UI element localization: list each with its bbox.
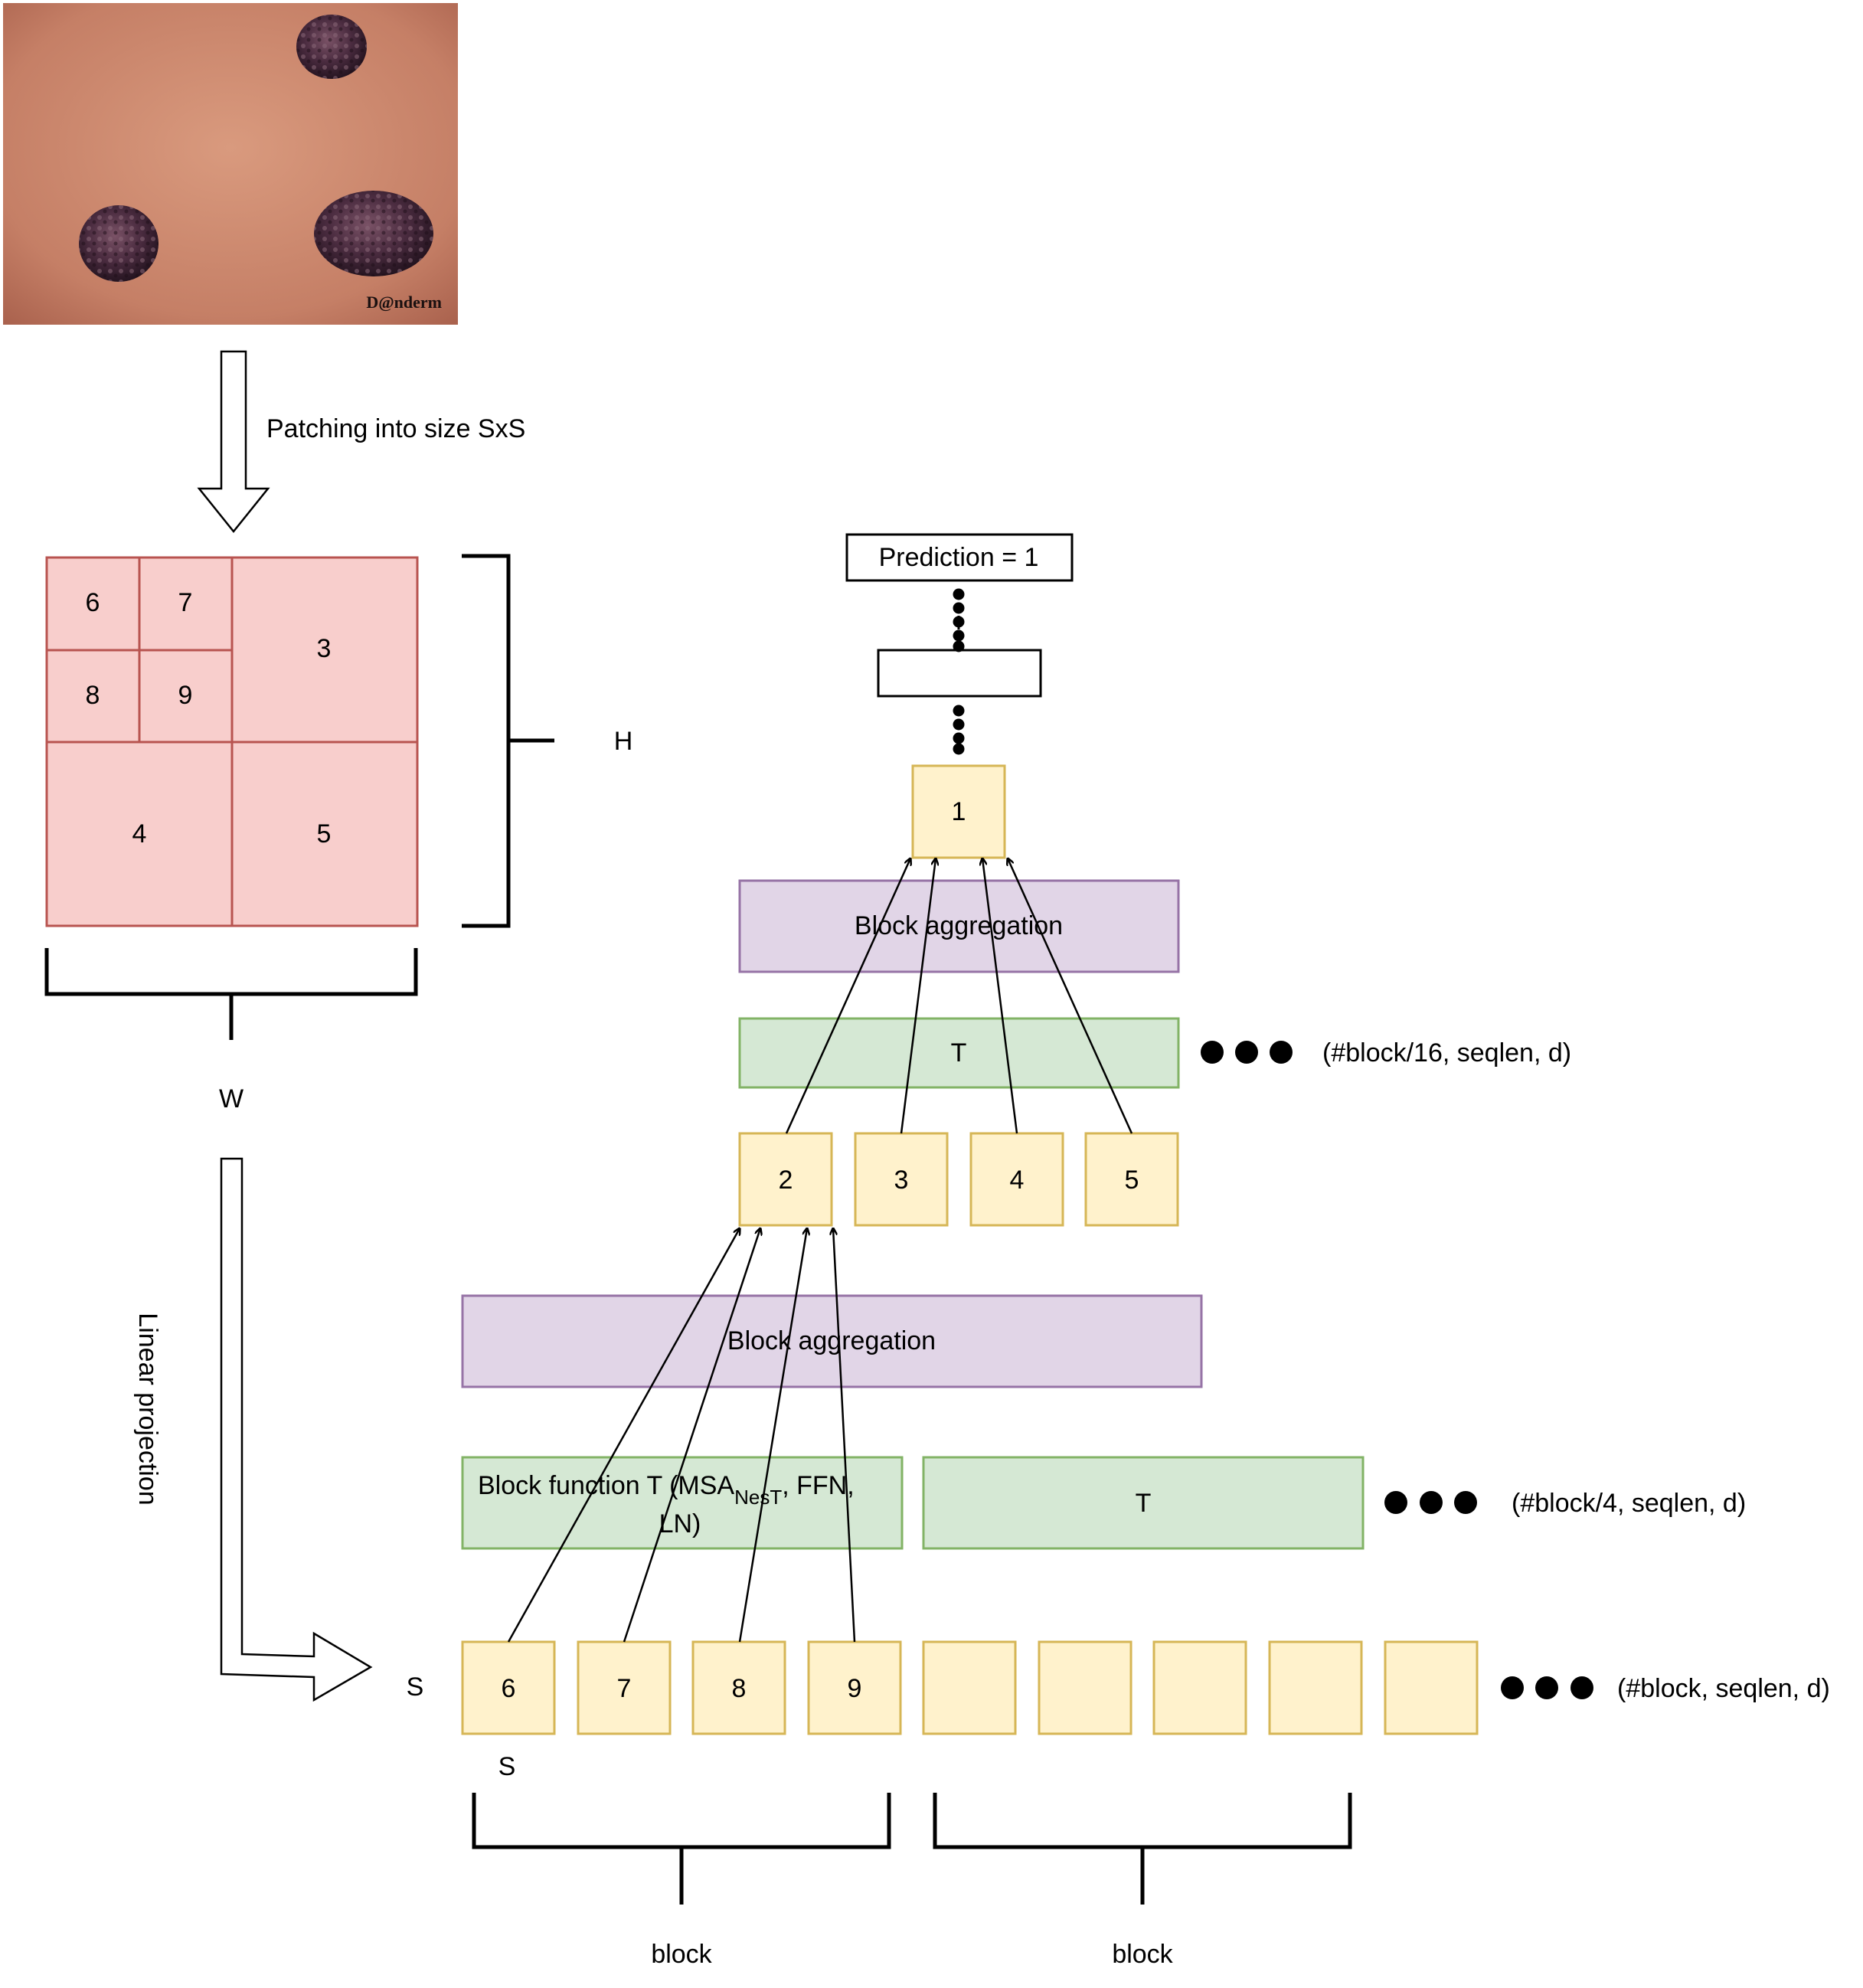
- level2-shape-label: (#block/16, seqlen, d): [1322, 1038, 1571, 1068]
- patch-grid: 6 7 8 9 3 4 5: [45, 556, 419, 927]
- prediction-box: Prediction = 1: [845, 533, 1074, 582]
- arrow-8-to-2: [738, 1228, 807, 1643]
- block-label-right: block: [1112, 1940, 1173, 1969]
- height-label: H: [614, 727, 633, 756]
- level2-token-2: 2: [738, 1132, 833, 1227]
- level2-dots: [1201, 1041, 1293, 1064]
- level0-token-7: [1152, 1640, 1247, 1735]
- height-bracket: [462, 554, 554, 928]
- level2-token-4-label: 4: [1010, 1166, 1025, 1195]
- grid-cell-8: 8: [86, 681, 100, 710]
- level3-dots: [953, 705, 965, 755]
- arrow-2-to-1: [785, 858, 910, 1134]
- grid-cell-3: 3: [317, 634, 332, 663]
- head-layer-box: [877, 649, 1042, 698]
- level1-dots: [1384, 1491, 1477, 1514]
- dermoscopy-photo: D@nderm: [3, 3, 458, 325]
- arrow-3-to-1: [900, 858, 936, 1134]
- level0-shape-label: (#block, seqlen, d): [1617, 1674, 1830, 1703]
- s-size-label-left: S: [407, 1672, 424, 1702]
- arrow-9-to-2: [833, 1228, 856, 1643]
- patching-arrow: [197, 350, 270, 533]
- arrow-7-to-2: [623, 1228, 760, 1643]
- level0-token-2-label: 7: [617, 1674, 632, 1703]
- level2-token-row: 2 3 4 5: [738, 1132, 1179, 1227]
- level2-token-3: 3: [854, 1132, 949, 1227]
- linear-projection-arrow: [220, 1157, 373, 1702]
- patching-label: Patching into size SxS: [266, 414, 525, 443]
- photo-watermark: D@nderm: [366, 293, 442, 312]
- lesion-right: [314, 191, 433, 276]
- lesion-left: [79, 205, 159, 282]
- level3-token: 1: [911, 764, 1006, 859]
- linear-projection-label: Linear projection: [133, 1313, 162, 1505]
- level1-t-label: T: [1136, 1489, 1152, 1518]
- level2-t-box: T: [738, 1017, 1180, 1089]
- level0-token-1-label: 6: [502, 1674, 516, 1703]
- level0-token-4: 9: [807, 1640, 902, 1735]
- arrow-4-to-1: [982, 858, 1018, 1134]
- level0-token-4-label: 9: [848, 1674, 862, 1703]
- head-dots: [953, 588, 965, 652]
- prediction-label: Prediction = 1: [879, 543, 1039, 572]
- level0-token-row: 6 7 8 9: [461, 1640, 1479, 1735]
- block-bracket-left: [472, 1793, 891, 1905]
- level1-aggregation-label: Block aggregation: [727, 1326, 936, 1355]
- level0-dots: [1501, 1676, 1593, 1699]
- grid-cell-7: 7: [178, 588, 193, 617]
- level0-token-3: 8: [691, 1640, 786, 1735]
- level1-t-box: T: [922, 1456, 1365, 1550]
- level0-token-2: 7: [577, 1640, 672, 1735]
- block-function-line2: LN): [659, 1509, 701, 1538]
- level2-token-3-label: 3: [894, 1166, 909, 1195]
- grid-cell-9: 9: [178, 681, 193, 710]
- block-bracket-right: [933, 1793, 1352, 1905]
- s-size-label-below: S: [498, 1752, 516, 1781]
- block-function-text: Block function T (MSA: [478, 1471, 734, 1500]
- level3-token-label: 1: [952, 797, 966, 826]
- width-label: W: [219, 1084, 243, 1113]
- arrow-6-to-2: [507, 1228, 740, 1643]
- level0-token-8: [1268, 1640, 1363, 1735]
- block-label-left: block: [651, 1940, 712, 1969]
- grid-cell-5: 5: [317, 819, 332, 848]
- lesion-top: [296, 15, 367, 79]
- arrow-5-to-1: [1008, 858, 1133, 1134]
- grid-cell-6: 6: [86, 588, 100, 617]
- level0-token-3-label: 8: [732, 1674, 747, 1703]
- level2-token-2-label: 2: [779, 1166, 793, 1195]
- level0-token-1: 6: [461, 1640, 556, 1735]
- level2-aggregation-box: Block aggregation: [738, 879, 1180, 973]
- aggregation-arrows: [507, 858, 1133, 1643]
- level0-token-9: [1384, 1640, 1479, 1735]
- block-function-text-after: , FFN,: [782, 1471, 854, 1500]
- level2-aggregation-label: Block aggregation: [855, 911, 1063, 940]
- level0-token-6: [1038, 1640, 1133, 1735]
- level2-t-label: T: [951, 1038, 967, 1068]
- level1-aggregation-box: Block aggregation: [461, 1294, 1203, 1388]
- level0-token-5: [922, 1640, 1017, 1735]
- block-function-box: Block function T (MSANesT, FFN, LN): [461, 1456, 904, 1550]
- block-function-subscript: NesT: [734, 1486, 782, 1509]
- level2-token-5: 5: [1084, 1132, 1179, 1227]
- level2-token-4: 4: [969, 1132, 1064, 1227]
- width-bracket: [44, 948, 418, 1040]
- level2-token-5-label: 5: [1125, 1166, 1139, 1195]
- level1-shape-label: (#block/4, seqlen, d): [1512, 1489, 1746, 1518]
- svg-text:Block function T (MSANesT, FFN: Block function T (MSANesT, FFN,: [478, 1471, 855, 1509]
- grid-cell-4: 4: [132, 819, 147, 848]
